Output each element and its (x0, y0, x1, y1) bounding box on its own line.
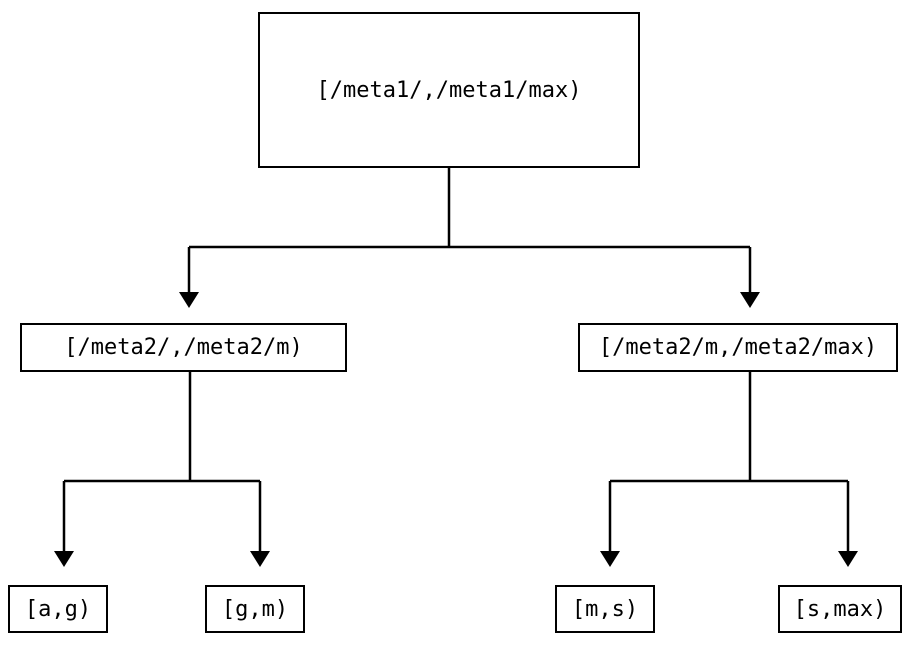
arrowhead-to-leaf-ms (600, 551, 620, 567)
arrowhead-to-leaf-ag (54, 551, 74, 567)
tree-leaf-a-g[interactable]: [a,g) (8, 585, 108, 633)
tree-leaf-g-m[interactable]: [g,m) (205, 585, 305, 633)
tree-leaf-m-s-label: [m,s) (571, 596, 639, 622)
tree-leaf-s-max-label: [s,max) (793, 596, 887, 622)
edge-midright-to-leaves (608, 372, 850, 552)
tree-leaf-m-s[interactable]: [m,s) (555, 585, 655, 633)
tree-node-meta2-upper[interactable]: [/meta2/m,/meta2/max) (578, 323, 898, 372)
arrowhead-to-leaf-gm (250, 551, 270, 567)
tree-node-root-label: [/meta1/,/meta1/max) (316, 77, 582, 103)
tree-node-meta2-lower-label: [/meta2/,/meta2/m) (64, 335, 303, 360)
arrowhead-to-leaf-smax (838, 551, 858, 567)
tree-leaf-a-g-label: [a,g) (24, 596, 92, 622)
arrowhead-to-mid-left (179, 292, 199, 308)
arrowhead-to-mid-right (740, 292, 760, 308)
tree-node-root[interactable]: [/meta1/,/meta1/max) (258, 12, 640, 168)
tree-node-meta2-lower[interactable]: [/meta2/,/meta2/m) (20, 323, 347, 372)
tree-node-meta2-upper-label: [/meta2/m,/meta2/max) (598, 335, 878, 360)
edge-root-to-level2 (187, 168, 752, 293)
tree-leaf-g-m-label: [g,m) (221, 596, 289, 622)
edge-midleft-to-leaves (62, 372, 262, 552)
tree-leaf-s-max[interactable]: [s,max) (778, 585, 902, 633)
